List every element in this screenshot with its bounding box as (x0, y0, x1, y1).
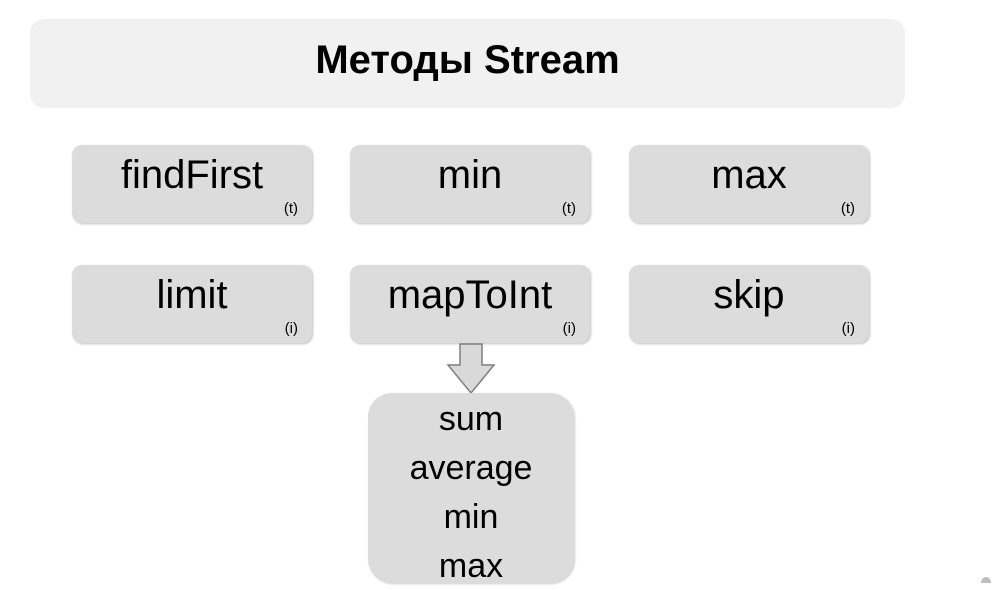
result-item-average: average (409, 449, 533, 487)
method-box-min: min (t) (350, 145, 590, 223)
method-box-limit: limit (i) (72, 265, 312, 343)
method-box-skip: skip (i) (629, 265, 869, 343)
method-label: limit (156, 273, 228, 317)
result-item-max: max (438, 547, 504, 585)
method-box-maptoint: mapToInt (i) (350, 265, 590, 343)
corner-indicator (981, 577, 991, 583)
method-type-tag: (t) (840, 200, 855, 217)
down-arrow-icon (446, 343, 496, 395)
method-type-tag: (i) (841, 320, 855, 337)
method-type-tag: (i) (562, 320, 576, 337)
method-type-tag: (t) (283, 200, 298, 217)
method-label: mapToInt (387, 273, 553, 317)
method-box-findfirst: findFirst (t) (72, 145, 312, 223)
method-label: max (711, 153, 787, 197)
method-type-tag: (i) (284, 320, 298, 337)
method-box-max: max (t) (629, 145, 869, 223)
method-label: min (437, 153, 503, 197)
title-banner: Методы Stream (30, 19, 905, 108)
result-item-sum: sum (438, 400, 504, 438)
method-label: skip (713, 273, 785, 317)
method-type-tag: (t) (561, 200, 576, 217)
result-item-min: min (443, 498, 499, 536)
method-label: findFirst (120, 153, 264, 197)
slide-title: Методы Stream (315, 38, 620, 82)
int-stream-methods-box: sum average min max (368, 393, 574, 585)
